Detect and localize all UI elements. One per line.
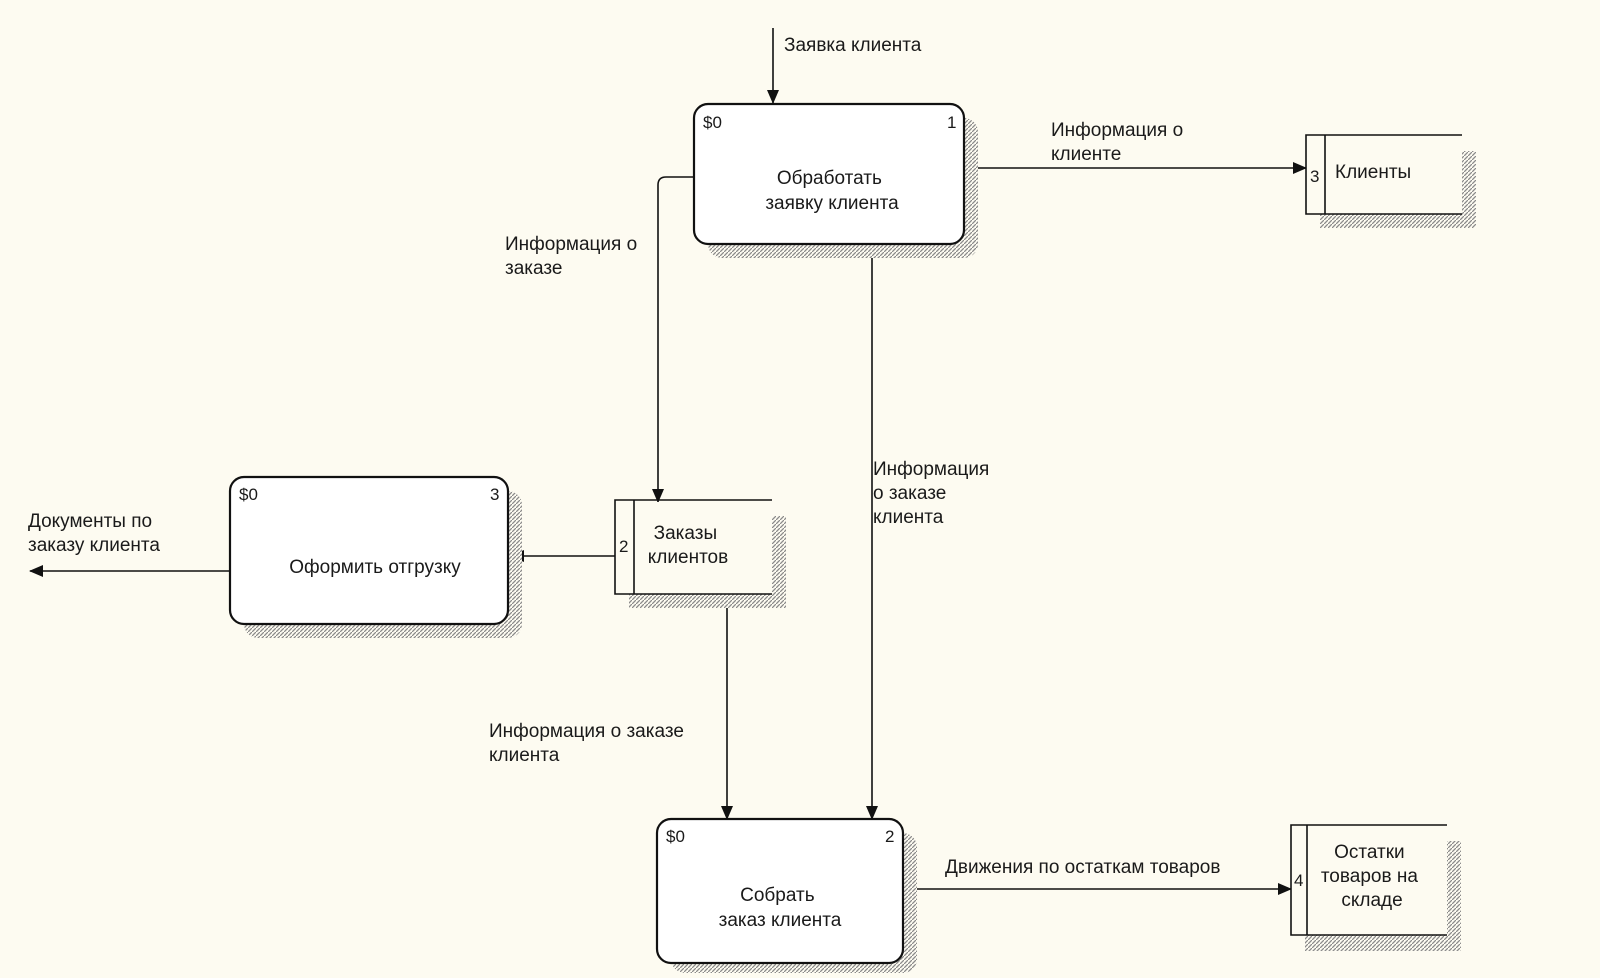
flow-client-info-label-line: Информация о xyxy=(1051,120,1183,141)
flow-order-info-label-line: Информация о xyxy=(505,234,637,255)
process-2-tag: $0 xyxy=(666,827,685,846)
process-3-tag: $0 xyxy=(239,485,258,504)
store-2-title-line: Заказы xyxy=(654,523,718,544)
flow-documents-label-line: заказу клиента xyxy=(28,535,160,556)
flow-lines xyxy=(29,28,1307,895)
flow-request-label: Заявка клиента xyxy=(784,35,922,56)
store-3-title: Клиенты xyxy=(1335,162,1411,183)
store-4-title-line: Остатки xyxy=(1334,842,1405,863)
flow-order-info-line xyxy=(652,176,694,503)
flow-order-info-client-right-label-line: Информация xyxy=(873,459,989,480)
process-2-title: Собрать заказ клиента xyxy=(719,885,842,931)
store-4-number: 4 xyxy=(1294,871,1303,890)
flow-client-info-label-line: клиенте xyxy=(1051,144,1121,165)
store-2-title-line: клиентов xyxy=(648,547,728,568)
store-box-2[interactable]: 2 Заказы клиентов xyxy=(614,499,786,608)
flow-documents-label: Документы по заказу клиента xyxy=(28,511,160,556)
flow-order-info-client-bottom-label: Информация о заказе клиента xyxy=(489,721,689,766)
flow-order-info-label: Информация о заказе xyxy=(505,234,642,279)
store-3-title-line: Клиенты xyxy=(1335,162,1411,183)
flow-stock-moves-label: Движения по остаткам товаров xyxy=(945,857,1220,878)
process-1-number: 1 xyxy=(947,113,956,132)
process-1-title-line: Обработать xyxy=(777,168,882,189)
process-3-number: 3 xyxy=(490,485,499,504)
flow-order-info-client-bottom-label-line: Информация о заказе xyxy=(489,721,684,742)
flow-client-info-label: Информация о клиенте xyxy=(1051,120,1188,165)
store-3-number: 3 xyxy=(1310,167,1319,186)
process-3-title: Оформить отгрузку xyxy=(289,557,461,578)
store-4-title-line: складе xyxy=(1341,890,1402,911)
process-1-title: Обработать заявку клиента xyxy=(765,168,899,214)
process-box-3[interactable]: $0 3 Оформить отгрузку xyxy=(228,475,522,638)
store-4-title-line: товаров на xyxy=(1321,866,1419,887)
process-3-title-line: Оформить отгрузку xyxy=(289,557,461,578)
process-box-1[interactable]: $0 1 Обработать заявку клиента xyxy=(692,102,978,258)
store-4-title: Остатки товаров на складе xyxy=(1321,842,1423,911)
flow-order-info-client-bottom-label-line: клиента xyxy=(489,745,560,766)
process-1-tag: $0 xyxy=(703,113,722,132)
flow-stock-moves-label-line: Движения по остаткам товаров xyxy=(945,857,1220,878)
flow-order-info-client-right-label: Информация о заказе клиента xyxy=(873,459,995,528)
store-2-title: Заказы клиентов xyxy=(648,523,728,568)
process-2-number: 2 xyxy=(885,827,894,846)
flow-documents-label-line: Документы по xyxy=(28,511,152,532)
process-box-2[interactable]: $0 2 Собрать заказ клиента xyxy=(655,817,917,973)
process-2-title-line: Собрать xyxy=(740,885,815,906)
process-2-title-line: заказ клиента xyxy=(719,910,842,931)
flow-order-info-label-line: заказе xyxy=(505,258,562,279)
store-2-number: 2 xyxy=(619,537,628,556)
store-box-3[interactable]: 3 Клиенты xyxy=(1305,134,1476,228)
flow-order-info-client-right-label-line: клиента xyxy=(873,507,944,528)
store-box-4[interactable]: 4 Остатки товаров на складе xyxy=(1290,824,1461,951)
flow-request-label-line: Заявка клиента xyxy=(784,35,922,56)
flow-order-info-client-right-label-line: о заказе xyxy=(873,483,946,504)
process-1-title-line: заявку клиента xyxy=(765,193,899,214)
